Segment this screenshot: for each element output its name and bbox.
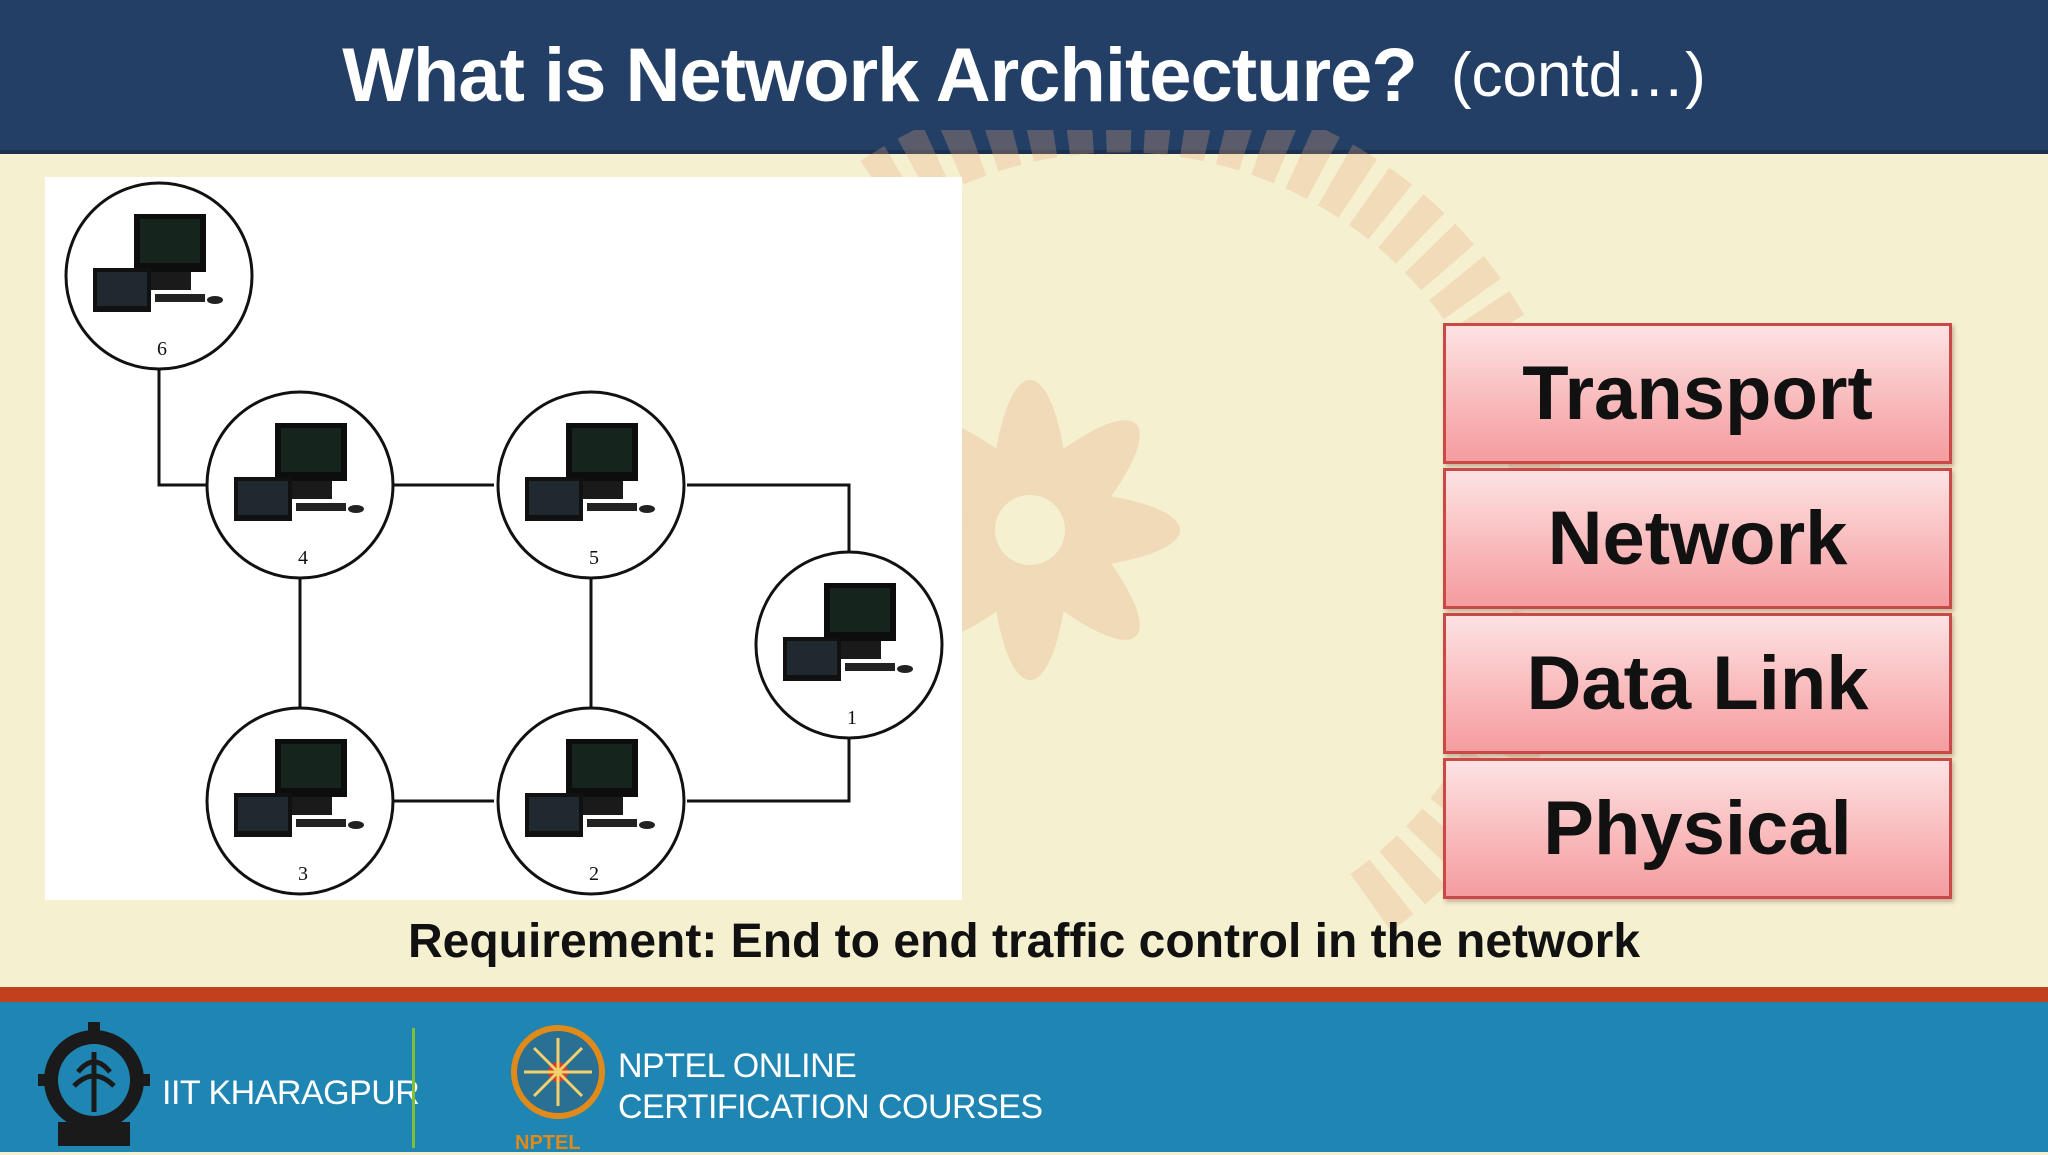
node-label: 1: [847, 707, 857, 729]
node-label: 2: [589, 863, 599, 885]
nptel-logo-icon: [511, 1025, 605, 1119]
network-topology-svg: 6 4 5 1 3 2: [64, 181, 944, 896]
layer-stack: Transport Network Data Link Physical: [1443, 323, 1952, 903]
computer-icon: [525, 423, 655, 521]
footer-divider: [412, 1028, 415, 1148]
slide-title: What is Network Architecture?: [342, 32, 1418, 118]
slide-title-suffix: (contd…): [1450, 40, 1706, 110]
computer-icon: [93, 214, 223, 312]
institute-name: IIT KHARAGPUR: [162, 1074, 420, 1112]
link-5-1: [687, 483, 851, 554]
node-label: 6: [157, 338, 167, 360]
iit-kharagpur-logo-icon: [38, 1022, 150, 1146]
title-bar: What is Network Architecture? (contd…): [0, 0, 2048, 154]
network-node-5: 5: [496, 390, 686, 580]
nptel-line-1: NPTEL ONLINE: [618, 1047, 857, 1085]
footer-bar: IIT KHARAGPUR NPTEL NPTEL ONLINE CERTIFI…: [0, 987, 2048, 1154]
node-label: 3: [298, 863, 308, 885]
node-label: 4: [298, 547, 308, 569]
network-node-4: 4: [205, 390, 395, 580]
link-2-1: [687, 737, 851, 803]
requirement-text: Requirement: End to end traffic control …: [407, 915, 1641, 968]
layer-network: Network: [1443, 468, 1952, 609]
network-node-3: 3: [205, 706, 395, 896]
layer-data-link: Data Link: [1443, 613, 1952, 754]
computer-icon: [234, 739, 364, 837]
network-node-6: 6: [64, 181, 254, 371]
computer-icon: [234, 423, 364, 521]
layer-physical: Physical: [1443, 758, 1952, 899]
nptel-line-2: CERTIFICATION COURSES: [618, 1088, 1043, 1126]
computer-icon: [525, 739, 655, 837]
network-diagram: 6 4 5 1 3 2: [45, 177, 962, 900]
node-label: 5: [589, 547, 599, 569]
nptel-tag: NPTEL: [515, 1132, 581, 1154]
network-node-1: 1: [754, 550, 944, 740]
computer-icon: [783, 583, 913, 681]
link-6-4: [157, 366, 208, 487]
network-node-2: 2: [496, 706, 686, 896]
layer-transport: Transport: [1443, 323, 1952, 464]
